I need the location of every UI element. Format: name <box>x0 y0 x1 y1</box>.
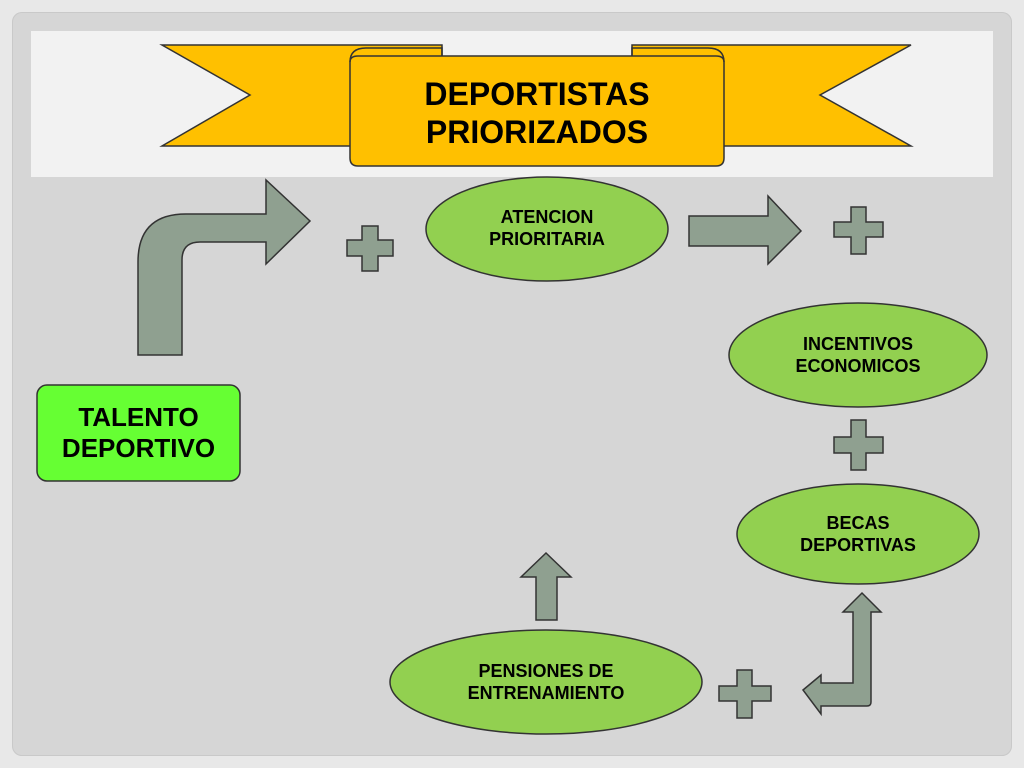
ribbon-fold-right <box>631 47 725 63</box>
node-becas-line-1: BECAS <box>826 512 890 533</box>
title-ribbon <box>159 44 914 167</box>
node-incentivos-shape <box>728 302 988 408</box>
plus-icon <box>833 419 884 471</box>
node-atencion-shape <box>425 176 669 282</box>
node-incentivos-line-2: ECONOMICOS <box>795 356 921 376</box>
node-atencion-line-2: PRIORITARIA <box>489 229 605 249</box>
node-pensiones-label: PENSIONES DE ENTRENAMIENTO <box>390 652 702 712</box>
bent-arrow-up-icon <box>801 591 883 717</box>
title-line-1: DEPORTISTAS <box>424 75 650 112</box>
plus-icon <box>833 206 884 255</box>
title-line-2: PRIORIZADOS <box>425 114 649 150</box>
node-pensiones-shape <box>389 629 703 735</box>
arrow-up-icon <box>519 551 573 621</box>
talento-line-2: DEPORTIVO <box>61 433 216 463</box>
node-incentivos-line-1: INCENTIVOS <box>802 333 913 354</box>
plus-icon <box>718 669 772 719</box>
node-pensiones-line-1: PENSIONES DE <box>478 660 614 681</box>
node-becas-shape <box>736 483 980 585</box>
talento-label: TALENTO DEPORTIVO <box>37 385 240 481</box>
plus-icon <box>346 225 394 272</box>
arrow-right-icon <box>688 194 803 266</box>
talento-line-1: TALENTO <box>78 401 199 432</box>
node-pensiones-line-2: ENTRENAMIENTO <box>467 683 625 703</box>
node-becas-line-2: DEPORTIVAS <box>800 535 916 555</box>
node-atencion-line-1: ATENCION <box>500 206 594 227</box>
node-incentivos-label: INCENTIVOS ECONOMICOS <box>729 325 987 385</box>
talento-box-shape <box>36 384 241 482</box>
ribbon-center <box>349 55 725 167</box>
node-becas-label: BECAS DEPORTIVAS <box>737 504 979 564</box>
bent-arrow-icon <box>137 178 312 356</box>
node-atencion-label: ATENCION PRIORITARIA <box>426 198 668 258</box>
page-title: DEPORTISTAS PRIORIZADOS <box>350 68 724 158</box>
ribbon-fold-left <box>349 47 443 63</box>
